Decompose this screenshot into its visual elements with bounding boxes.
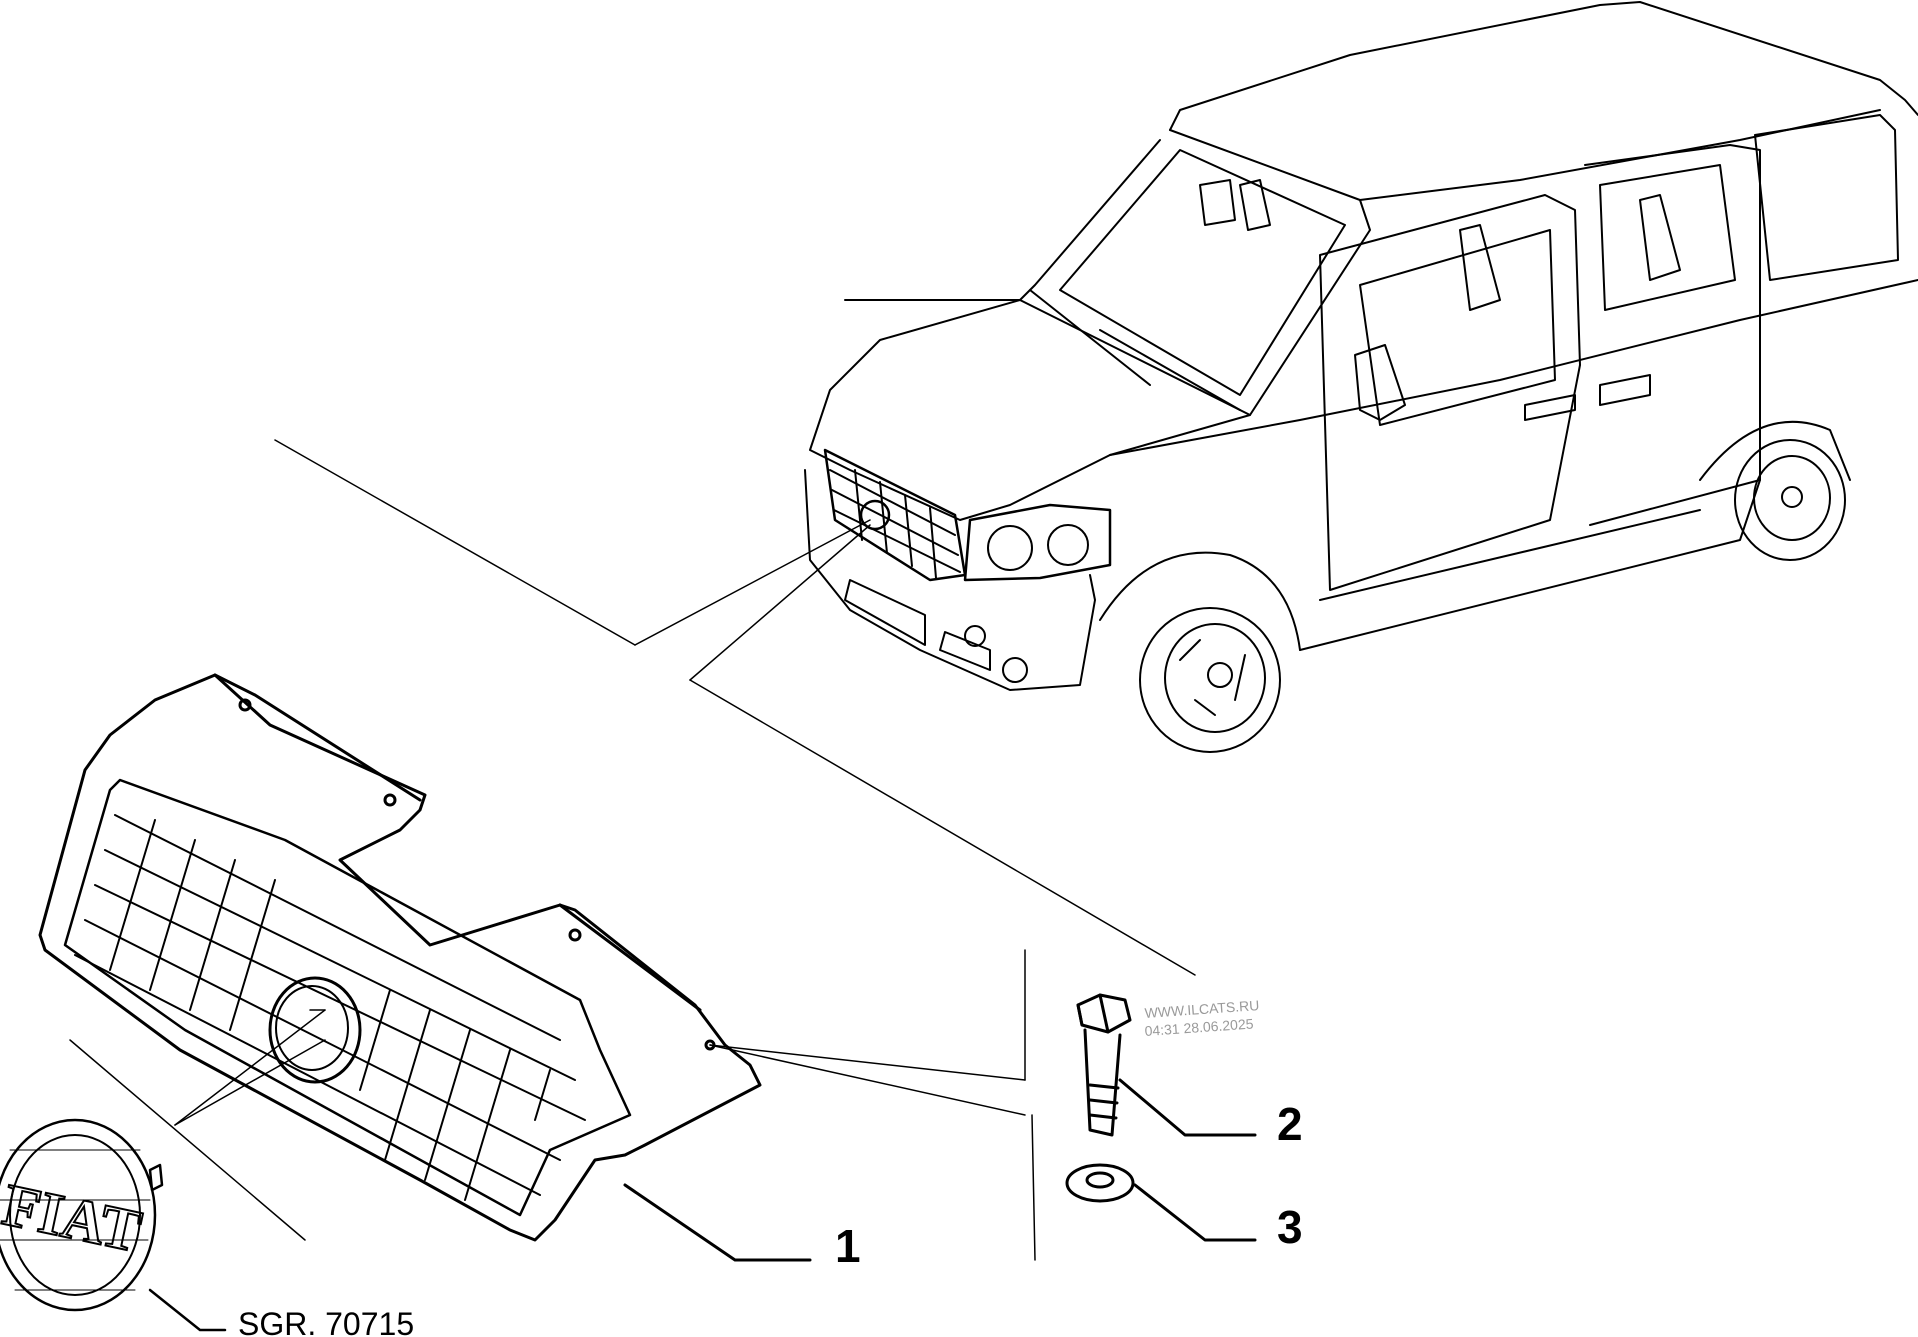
emblem-lettering: FIAT [0, 1171, 147, 1264]
callout-2: 2 [1277, 1098, 1303, 1150]
watermark-line-2: 04:31 28.06.2025 [1144, 1015, 1254, 1039]
leader-lines [69, 439, 1196, 1261]
vehicle-illustration [804, 1, 1918, 753]
callout-1: 1 [835, 1220, 861, 1272]
grille-part [38, 673, 762, 1242]
reference-label: SGR. 70715 [238, 1306, 414, 1337]
callout-3: 3 [1277, 1201, 1303, 1253]
grille-leader [623, 1183, 812, 1262]
washer-part [1065, 1163, 1257, 1242]
fiat-emblem [0, 1118, 227, 1332]
bolt-part [1076, 993, 1257, 1137]
watermark-line-1: WWW.ILCATS.RU [1144, 997, 1260, 1021]
